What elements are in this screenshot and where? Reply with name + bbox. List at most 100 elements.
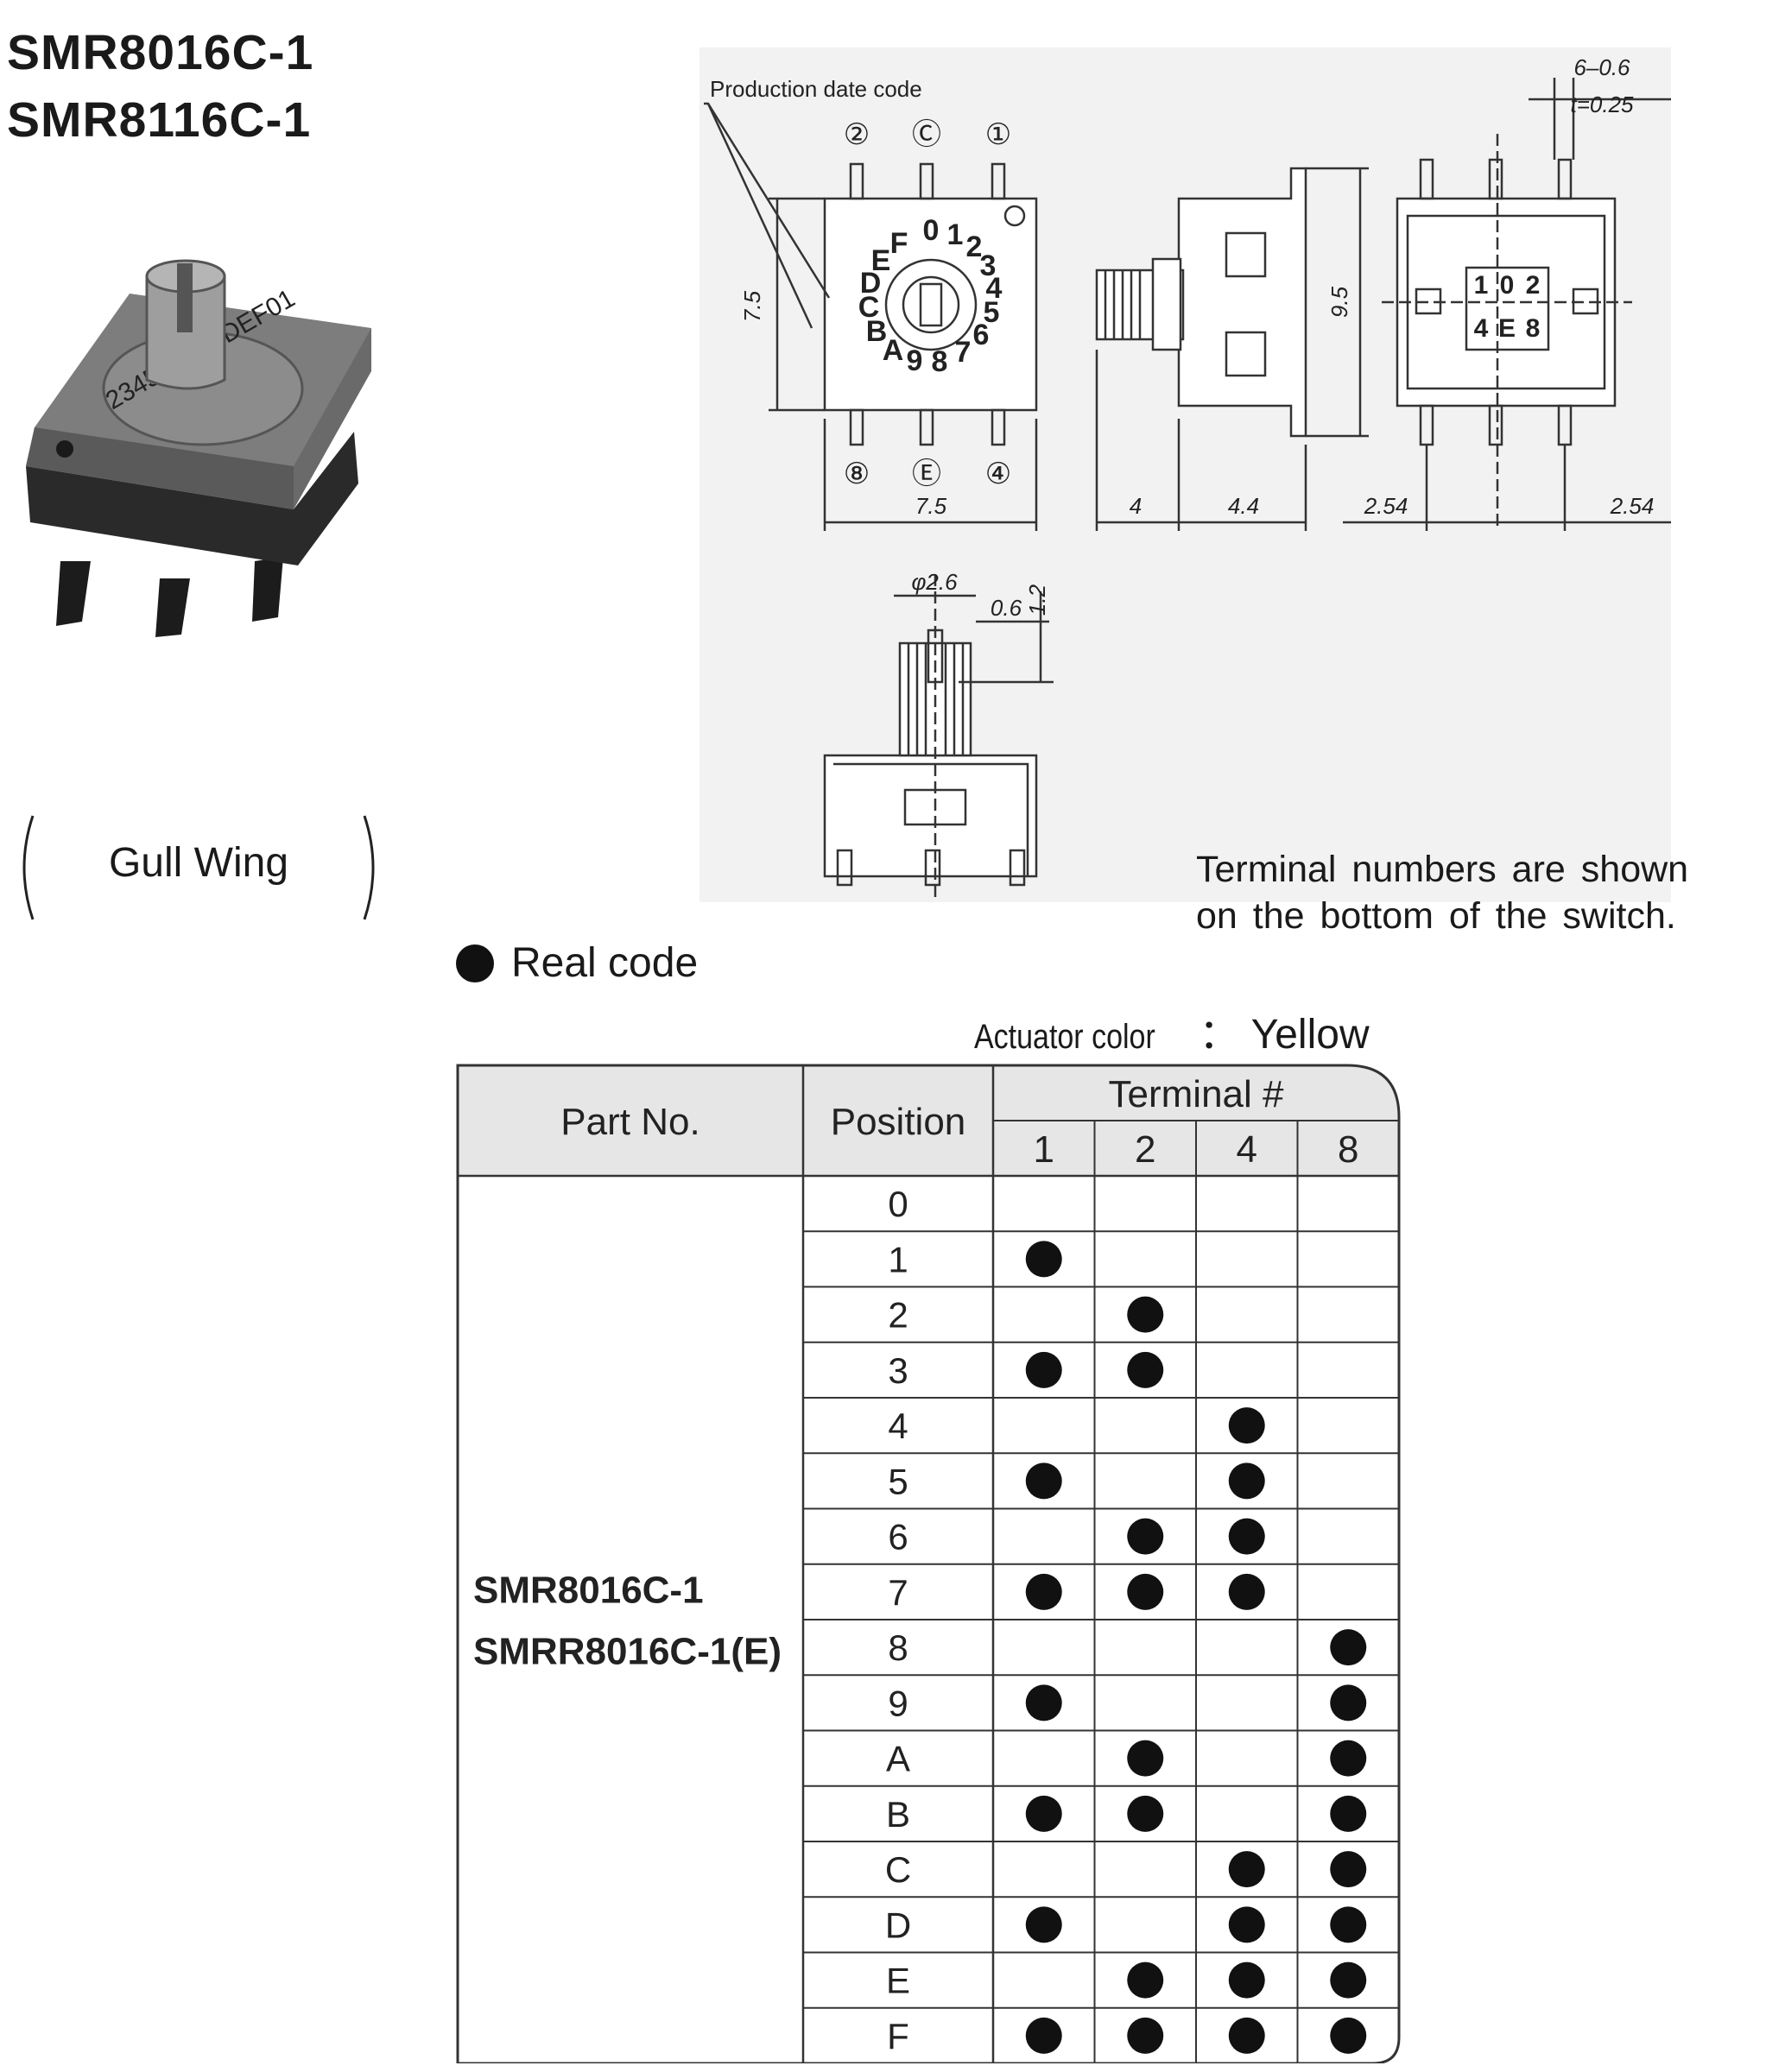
dim-height: 9.5 <box>1326 286 1352 318</box>
dial-digit: 7 <box>955 336 972 369</box>
dial-digit: 8 <box>932 345 948 378</box>
part-titles: SMR8016C-1 SMR8116C-1 <box>7 19 313 154</box>
filled-circle-icon <box>1025 1906 1062 1943</box>
position-dot <box>56 440 73 458</box>
position-label: 5 <box>888 1461 908 1501</box>
bottom-digit: 1 <box>1474 271 1489 300</box>
gull-wing-legs <box>56 557 283 637</box>
terminal-note-line-2: on the bottom of the switch. <box>1196 895 1676 937</box>
dim-side-height: 7.5 <box>739 290 765 322</box>
header-terminal-2: 2 <box>1135 1128 1155 1171</box>
filled-circle-icon <box>1228 1573 1265 1610</box>
dial-digit: E <box>871 244 891 277</box>
terminal-mark-1: ① <box>985 118 1011 151</box>
dim-thickness: t=0.25 <box>1570 92 1634 117</box>
filled-circle-icon <box>1330 1629 1367 1666</box>
filled-circle-icon <box>1127 1573 1164 1610</box>
filled-circle-icon <box>1228 1518 1265 1555</box>
actuator-value: Yellow <box>1250 1012 1370 1058</box>
position-label: 2 <box>888 1295 908 1336</box>
dim-pin: 6–0.6 <box>1573 54 1630 80</box>
filled-circle-icon <box>1025 1684 1062 1721</box>
filled-circle-icon <box>1127 1518 1164 1555</box>
filled-circle-icon <box>1025 1351 1062 1388</box>
header-terminal: Terminal # <box>1109 1073 1284 1115</box>
filled-circle-icon <box>1330 1851 1367 1888</box>
dim-shaft-diameter: φ2.6 <box>911 569 958 595</box>
position-label: F <box>887 2016 909 2056</box>
terminal-mark-e: Ⓔ <box>912 458 941 490</box>
filled-circle-icon <box>1127 1740 1164 1777</box>
terminal-mark-4: ④ <box>985 458 1011 490</box>
filled-circle-icon <box>1025 1241 1062 1278</box>
dial-digit: 9 <box>907 344 923 377</box>
filled-circle-icon <box>1330 2017 1367 2054</box>
dial-digit: A <box>883 334 904 367</box>
dial-digit: 1 <box>947 218 964 251</box>
actuator-color: Actuator color ： Yellow <box>974 1000 1370 1060</box>
dim-pitch-left: 2.54 <box>1364 493 1408 519</box>
filled-circle-icon <box>1228 1462 1265 1500</box>
title-line-2: SMR8116C-1 <box>7 92 312 148</box>
filled-circle-icon <box>1228 2017 1265 2054</box>
position-label: 6 <box>888 1517 908 1557</box>
terminal-mark-8: ⑧ <box>844 458 870 490</box>
part-number-1: SMR8016C-1 <box>473 1570 704 1612</box>
actuator-label: Actuator color <box>974 1018 1155 1056</box>
filled-circle-icon <box>1025 2017 1062 2054</box>
dial-digit: 3 <box>980 250 997 282</box>
dimension-drawings: Production date code ② Ⓒ ① ⑧ Ⓔ ④ 0 1 2 3… <box>699 47 1671 902</box>
product-photo: 2345 9ABCDEF01 <box>26 259 371 637</box>
dial-digit: F <box>890 227 908 260</box>
header-terminal-4: 4 <box>1237 1128 1257 1171</box>
dial-digit: C <box>858 291 880 324</box>
title-line-1: SMR8016C-1 <box>7 25 314 80</box>
header-part-no: Part No. <box>560 1101 699 1143</box>
filled-circle-icon <box>1228 1906 1265 1943</box>
part-number-2: SMRR8016C-1(E) <box>473 1630 782 1672</box>
terminal-note: Terminal numbers are shown on the bottom… <box>1196 846 1688 939</box>
dim-shaft-length: 4 <box>1130 493 1142 519</box>
filled-circle-icon <box>1330 1906 1367 1943</box>
position-label: 1 <box>888 1239 908 1279</box>
filled-circle-icon <box>1127 1961 1164 1999</box>
dim-width: 7.5 <box>915 493 947 519</box>
filled-circle-icon <box>1127 2017 1164 2054</box>
production-date-label: Production date code <box>710 76 922 102</box>
position-label: 3 <box>888 1350 908 1391</box>
table-header-bg <box>458 1065 1399 1176</box>
dim-pitch-right: 2.54 <box>1610 493 1655 519</box>
dial-digit: 0 <box>923 214 940 247</box>
header-position: Position <box>831 1101 966 1143</box>
position-label: A <box>886 1739 910 1779</box>
filled-circle-icon <box>1127 1795 1164 1832</box>
terminal-mark-2: ② <box>844 118 870 151</box>
dial-digit: D <box>860 267 882 300</box>
mount-type-box: Gull Wing <box>17 812 380 924</box>
position-label: C <box>885 1849 911 1890</box>
bottom-digit: 4 <box>1474 314 1489 343</box>
bracket-marks <box>22 815 375 920</box>
filled-circle-icon <box>1025 1795 1062 1832</box>
dial-digit: 2 <box>966 231 983 263</box>
real-code-legend: Real code <box>456 939 698 987</box>
position-label: 4 <box>888 1406 908 1446</box>
bottom-digit: E <box>1498 314 1516 343</box>
position-label: 7 <box>888 1572 908 1613</box>
filled-circle-icon <box>1228 1961 1265 1999</box>
terminal-note-line-1: Terminal numbers are shown <box>1196 849 1689 890</box>
dial-digit: 4 <box>986 272 1003 305</box>
filled-circle-icon <box>1127 1296 1164 1333</box>
dim-slot: 0.6 <box>991 595 1022 621</box>
filled-circle-icon <box>1127 1351 1164 1388</box>
filled-circle-icon <box>1330 1795 1367 1832</box>
filled-circle-icon <box>1025 1462 1062 1500</box>
dial-digit: 5 <box>984 296 1000 329</box>
filled-circle-icon <box>1228 1407 1265 1444</box>
dial-digit: 6 <box>973 319 990 351</box>
position-label: B <box>886 1794 910 1835</box>
filled-circle-icon <box>1228 1851 1265 1888</box>
filled-circle-icon <box>1330 1740 1367 1777</box>
actuator-sep: ： <box>1199 1012 1241 1058</box>
